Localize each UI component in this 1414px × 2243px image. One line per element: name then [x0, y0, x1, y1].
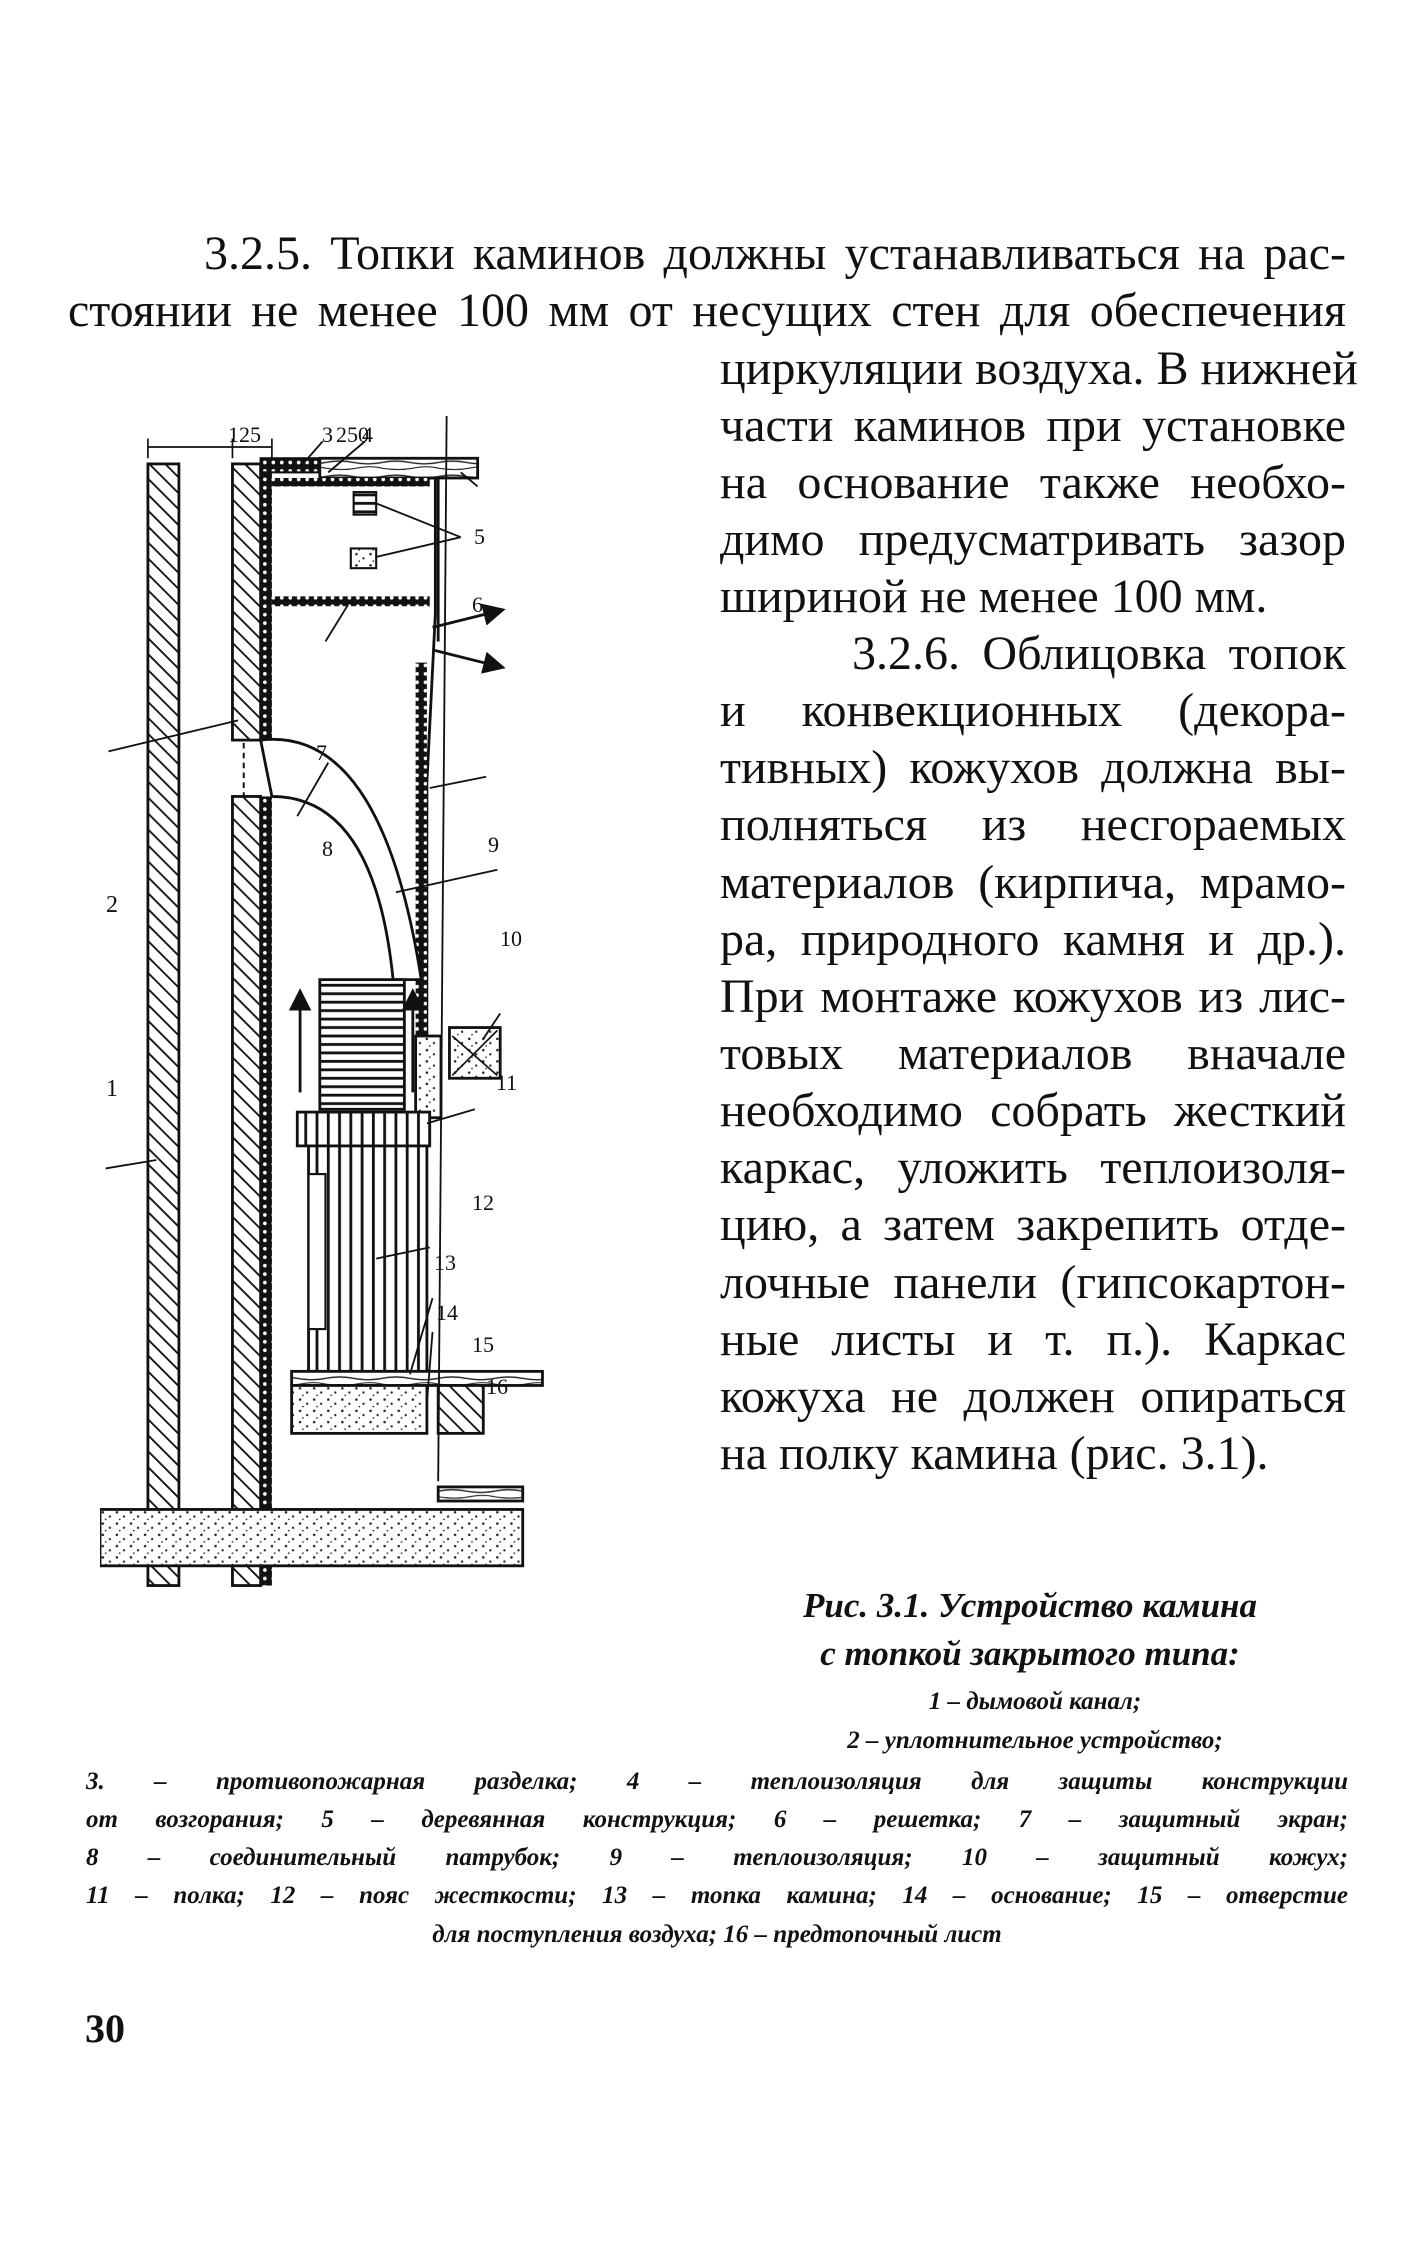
callout-number: 1	[106, 1076, 118, 1102]
callout-number: 3	[322, 422, 333, 447]
paragraph-line: димо предусматривать зазор	[720, 513, 1346, 566]
callout-number: 7	[316, 740, 327, 765]
protective-screen	[271, 596, 430, 607]
paragraph-line: цию, а затем закрепить отде-	[720, 1198, 1346, 1251]
chimney-outer-wall	[146, 462, 181, 1587]
figure-legend-line: от возгорания; 5 – деревянная конструкци…	[86, 1806, 1348, 1833]
wall-insulation-strip	[260, 796, 272, 1586]
paragraph-line: на полку камина (рис. 3.1).	[720, 1427, 1269, 1480]
callout-number: 6	[472, 592, 483, 617]
wall-insulation-strip	[260, 463, 272, 741]
figure-caption-title: Рис. 3.1. Устройство камина	[803, 1586, 1257, 1625]
figure-legend-line: 3. – противопожарная разделка; 4 – тепло…	[86, 1768, 1348, 1795]
figure-legend-line: 8 – соединительный патрубок; 9 – теплоиз…	[86, 1844, 1348, 1871]
paragraph-line: товых материалов вначале	[720, 1027, 1346, 1080]
wooden-structure	[318, 456, 480, 480]
grille-upper	[352, 491, 378, 516]
floor-slab	[100, 1508, 525, 1568]
callout-number: 2	[106, 892, 118, 918]
fireplace-diagram-svg	[100, 416, 544, 1587]
casing-insulation	[415, 662, 427, 1072]
callout-number: 12	[472, 1190, 494, 1215]
callout-number: 4	[362, 422, 373, 447]
paragraph-line: материалов (кирпича, мрамо-	[720, 856, 1346, 909]
pre-firebox-sheet	[436, 1485, 525, 1503]
firebox-top	[295, 1110, 432, 1148]
figure-legend-line: 2 – уплотнительное устройство;	[847, 1727, 1223, 1754]
callout-leaders	[105, 416, 501, 1482]
rigidity-belt	[414, 1034, 443, 1120]
figure-legend-line: 1 – дымовой канал;	[928, 1688, 1142, 1715]
chimney-inner-wall-lower	[231, 795, 263, 1587]
paragraph-line: ные листы и т. п.). Каркас	[720, 1313, 1346, 1366]
fireplace-diagram: 125 250 1 2 3 4 5 6 7 8 9 10 11 12 13 14…	[100, 416, 720, 1718]
air-flow-arrow	[432, 648, 506, 674]
air-flow-arrow	[432, 603, 506, 629]
figure-legend-line: для поступления воздуха; 16 – предтопочн…	[432, 1921, 1002, 1948]
chimney-inner-wall-upper	[231, 462, 263, 742]
paragraph-line: необходимо собрать жесткий	[720, 1084, 1346, 1137]
page-number: 30	[85, 2006, 125, 2051]
paragraph-line: лочные панели (гипсокартон-	[720, 1256, 1346, 1309]
paragraph-line: тивных) кожухов должна вы-	[720, 741, 1346, 794]
dimension-label: 250	[336, 422, 369, 447]
paragraph-line: каркас, уложить теплоизоля-	[720, 1141, 1346, 1194]
dimension-label: 125	[228, 422, 261, 447]
chamber-top-insulation	[271, 478, 430, 487]
callout-number: 13	[434, 1250, 456, 1275]
callout-number: 5	[474, 524, 485, 549]
air-inlet-block	[436, 1384, 485, 1435]
corrugated-sleeve	[318, 978, 406, 1111]
paragraph-line: 3.2.5. Топки каминов должны устанавливат…	[204, 227, 1346, 280]
paragraph-line: При монтаже кожухов из лис-	[720, 970, 1346, 1023]
callout-number: 8	[322, 836, 333, 861]
base-block	[290, 1384, 429, 1435]
paragraph-line: части каминов при установке	[720, 399, 1346, 452]
paragraph-line: полняться из несгораемых	[720, 798, 1346, 851]
figure-caption-title: с топкой закрытого типа:	[820, 1634, 1240, 1673]
paragraph-line: кожуха не должен опираться	[720, 1370, 1346, 1423]
callout-number: 15	[472, 1332, 494, 1357]
callout-number: 11	[496, 1070, 518, 1095]
paragraph-line: и конвекционных (декора-	[720, 684, 1346, 737]
paragraph-line: на основание также необхо-	[720, 456, 1346, 509]
callout-number: 10	[500, 926, 522, 951]
callout-number: 14	[436, 1300, 458, 1325]
paragraph-line: ра, природного камня и др.).	[720, 913, 1346, 966]
paragraph-line: шириной не менее 100 мм.	[720, 570, 1268, 623]
callout-number: 9	[488, 832, 499, 857]
paragraph-line: стоянии не менее 100 мм от несущих стен …	[68, 284, 1346, 337]
figure-legend-line: 11 – полка; 12 – пояс жесткости; 13 – то…	[86, 1882, 1348, 1909]
firebox	[307, 1144, 429, 1373]
paragraph-line: циркуляции воздуха. В нижней	[720, 342, 1358, 395]
callout-number: 16	[486, 1374, 508, 1399]
firebox-door	[307, 1173, 327, 1331]
grille-lower	[349, 547, 378, 570]
paragraph-line: 3.2.6. Облицовка топок	[852, 627, 1346, 680]
shelf-hatch	[451, 1029, 498, 1077]
connecting-pipe	[258, 737, 423, 982]
